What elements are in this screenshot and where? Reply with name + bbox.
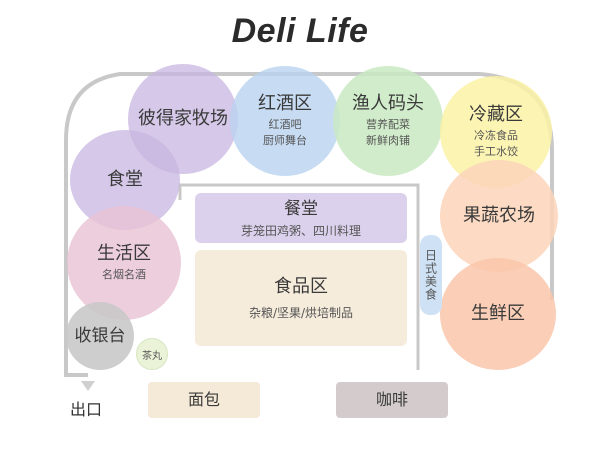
page-title: Deli Life: [231, 12, 369, 50]
inner-wall: [178, 183, 420, 370]
zone-bread: 面包: [148, 382, 260, 418]
zone-bide-name: 彼得家牧场: [138, 108, 228, 129]
zone-redwine-sub1: 红酒吧: [268, 118, 302, 131]
zone-fisher-sub1: 营养配菜: [366, 118, 410, 131]
zone-fisher: 渔人码头 营养配菜 新鲜肉铺: [333, 66, 443, 176]
zone-japanese: 日式美食: [420, 235, 442, 315]
zone-food: 食品区 杂粮/坚果/烘培制品: [195, 250, 407, 346]
zone-fisher-sub2: 新鲜肉铺: [366, 134, 410, 147]
zone-coffee: 咖啡: [336, 382, 448, 418]
zone-life-sub: 名烟名酒: [102, 268, 146, 281]
exit-label: 出口: [70, 400, 103, 419]
zone-fresh: 生鲜区: [440, 258, 556, 370]
zone-food-name: 食品区: [274, 275, 328, 297]
zone-fruit: 果蔬农场: [440, 160, 558, 272]
zone-cold-name: 冷藏区: [469, 104, 523, 125]
zone-fruit-name: 果蔬农场: [463, 205, 535, 226]
zone-shitang-name: 食堂: [107, 169, 143, 190]
zone-canteen: 餐堂 芽笼田鸡粥、四川料理: [195, 193, 407, 243]
zone-redwine-name: 红酒区: [258, 93, 312, 114]
exit-arrow: [81, 381, 95, 391]
zone-tea-name: 茶丸: [142, 350, 162, 362]
zone-food-sub: 杂粮/坚果/烘培制品: [248, 305, 354, 320]
zone-cold-sub1: 冷冻食品: [474, 129, 518, 142]
zone-bide: 彼得家牧场: [128, 64, 238, 174]
zone-canteen-sub: 芽笼田鸡粥、四川料理: [240, 223, 361, 238]
zone-japanese-name: 日式美食: [423, 249, 438, 301]
zone-bread-name: 面包: [187, 390, 220, 409]
zone-coffee-name: 咖啡: [375, 390, 408, 409]
zone-cold-sub2: 手工水饺: [474, 145, 518, 158]
zone-cashier: 收银台: [66, 302, 134, 370]
zone-fresh-name: 生鲜区: [471, 303, 525, 324]
zone-redwine: 红酒区 红酒吧 厨师舞台: [230, 66, 340, 176]
zone-tea: 茶丸: [136, 338, 168, 370]
zone-life-name: 生活区: [97, 243, 151, 264]
zone-cashier-name: 收银台: [74, 326, 126, 346]
zone-redwine-sub2: 厨师舞台: [263, 134, 307, 147]
zone-fisher-name: 渔人码头: [352, 93, 424, 114]
zone-canteen-name: 餐堂: [284, 198, 318, 219]
zone-life: 生活区 名烟名酒: [67, 206, 181, 320]
